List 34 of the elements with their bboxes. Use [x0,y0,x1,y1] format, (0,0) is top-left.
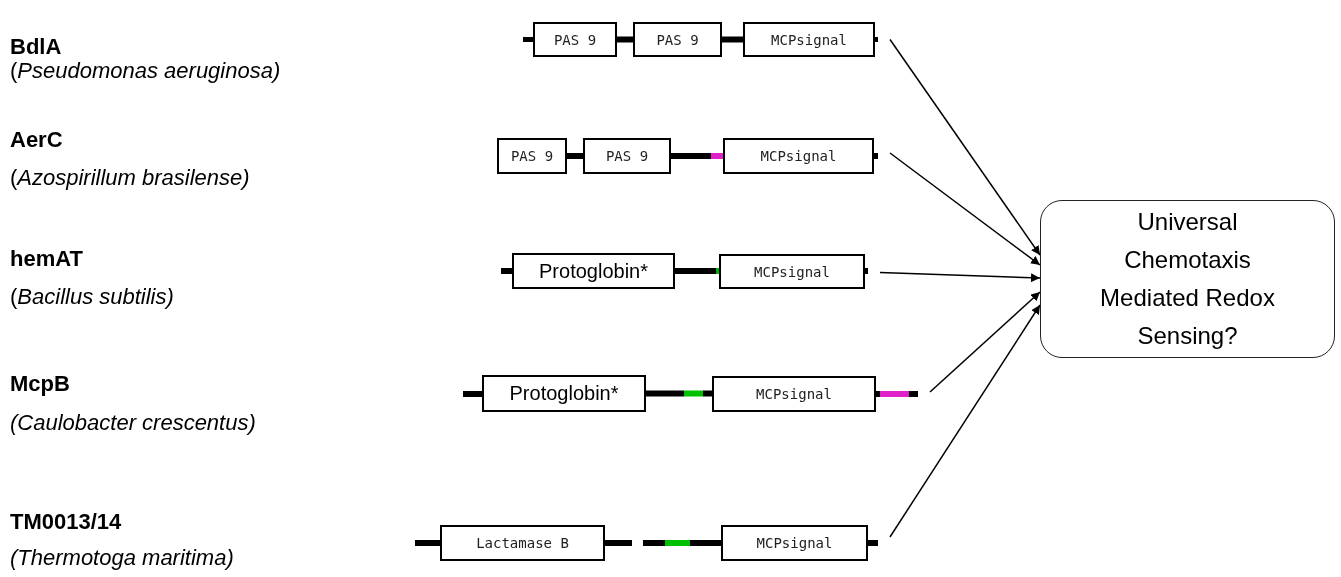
domain-box: MCPsignal [721,525,868,561]
domain-box: Lactamase B [440,525,605,561]
species-name: (Bacillus subtilis) [10,284,174,310]
protein-name: hemAT [10,246,83,272]
arrow [929,291,1041,393]
linker-line [675,268,719,274]
protein-name: BdlA [10,34,62,60]
protein-name: AerC [10,127,63,153]
domain-box: MCPsignal [719,254,865,289]
species-name: (Thermotoga maritima) [10,545,234,571]
arrow [889,152,1041,266]
domain-box: PAS 9 [533,22,617,57]
arrow [889,304,1041,538]
species-name: (Azospirillum brasilense) [10,165,250,191]
hypothesis-box: Universal Chemotaxis Mediated Redox Sensing? [1040,200,1335,358]
domain-box: MCPsignal [712,376,876,412]
protein-name: TM0013/14 [10,509,122,535]
linker-line [617,36,633,43]
domain-box: Protoglobin* [482,375,646,412]
species-name: (Pseudomonas aeruginosa) [10,58,281,84]
domain-box: PAS 9 [497,138,567,174]
linker-line [646,390,712,397]
arrow [889,38,1041,256]
linker-line [722,36,743,43]
species-name: (Caulobacter crescentus) [10,410,256,436]
domain-box: MCPsignal [743,22,875,57]
domain-box: MCPsignal [723,138,874,174]
linker-line [671,153,723,159]
domain-box: PAS 9 [583,138,671,174]
domain-box: Protoglobin* [512,253,675,289]
linker-line [567,153,583,159]
protein-name: McpB [10,371,70,397]
domain-box: PAS 9 [633,22,722,57]
arrow [879,271,1041,283]
